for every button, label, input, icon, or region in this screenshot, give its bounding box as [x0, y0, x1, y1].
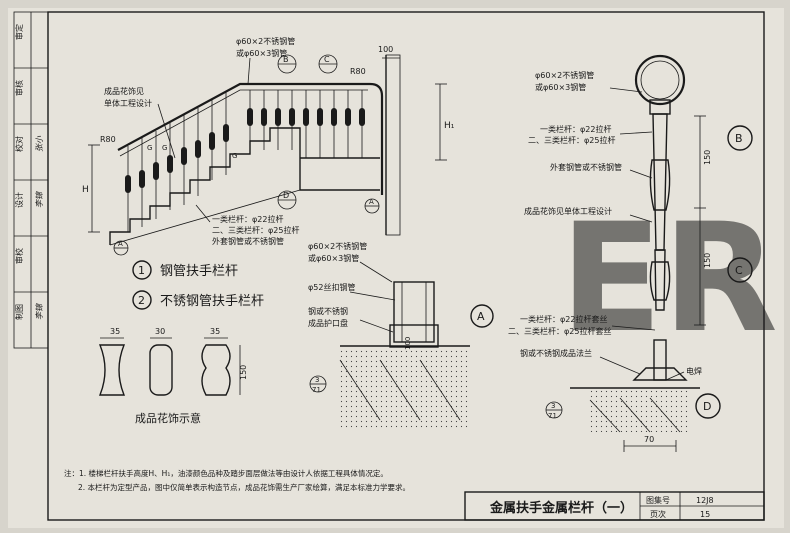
- left-callout-bars1: 一类栏杆：φ22拉杆: [212, 214, 283, 224]
- svg-text:钢或不锈钢: 钢或不锈钢: [308, 306, 348, 316]
- right-bubble-d: D: [695, 393, 721, 419]
- dim-r80-right: R80: [350, 67, 366, 76]
- side-cell-1: 审校: [14, 248, 24, 264]
- atlas-no: 12J8: [696, 496, 714, 505]
- svg-text:71: 71: [548, 412, 557, 420]
- svg-text:二、三类栏杆：φ25拉杆: 二、三类栏杆：φ25拉杆: [528, 135, 615, 145]
- side-cell-4: 审核: [14, 80, 24, 96]
- left-callout-tube: φ60×2不锈钢管: [236, 36, 295, 46]
- side-name-2: 李锦: [35, 191, 44, 208]
- svg-text:二、三类栏杆：φ25拉杆套丝: 二、三类栏杆：φ25拉杆套丝: [508, 326, 611, 336]
- svg-text:C: C: [324, 55, 330, 64]
- svg-text:φ60×2不锈钢管: φ60×2不锈钢管: [308, 241, 367, 251]
- bubble-a-right: A: [364, 198, 380, 214]
- svg-text:B: B: [735, 132, 743, 145]
- left-callout-tube2: 或φ60×3钢管: [236, 48, 287, 58]
- page-no: 15: [700, 510, 710, 519]
- svg-text:φ52丝扣钢管: φ52丝扣钢管: [308, 282, 355, 292]
- side-cell-0: 制图: [14, 304, 24, 320]
- bubble-a-left: A: [113, 240, 129, 256]
- dim-h-label: H: [82, 185, 89, 195]
- svg-text:A: A: [118, 240, 123, 248]
- svg-text:3: 3: [551, 402, 555, 410]
- bubble-b-left: B: [277, 54, 297, 74]
- notes: 注：1. 楼梯栏杆扶手高度H、H₁，油漆颜色品种及踏步面层做法等由设计人依据工程…: [64, 468, 410, 492]
- right-detail: φ60×2不锈钢管 或φ60×3钢管 一类栏杆：φ22拉杆 二、三类栏杆：φ25…: [508, 54, 753, 452]
- dim-r80-left: R80: [100, 135, 116, 144]
- svg-text:2: 2: [138, 294, 145, 307]
- section-title-1: 1 钢管扶手栏杆: [132, 260, 238, 280]
- svg-text:成品花饰见单体工程设计: 成品花饰见单体工程设计: [524, 206, 612, 216]
- note-line-1: 注：1. 楼梯栏杆扶手高度H、H₁，油漆颜色品种及踏步面层做法等由设计人依据工程…: [64, 468, 388, 478]
- stair-elevation: H H₁ R80 R80 100 G G G φ60×2不锈钢管 或φ60×3钢…: [82, 36, 455, 256]
- side-cell-2: 设计: [14, 192, 24, 208]
- svg-text:不锈钢管扶手栏杆: 不锈钢管扶手栏杆: [160, 294, 264, 309]
- svg-text:35: 35: [110, 327, 120, 336]
- svg-text:钢或不锈钢成品法兰: 钢或不锈钢成品法兰: [520, 348, 592, 358]
- detail-a-ref: 3 71: [309, 375, 327, 394]
- title-text: 金属扶手金属栏杆（一）: [489, 500, 633, 516]
- svg-text:100: 100: [404, 337, 412, 350]
- svg-text:或φ60×3钢管: 或φ60×3钢管: [535, 82, 586, 92]
- side-cell-5: 审定: [14, 24, 24, 40]
- ornament-samples: 35 30 35 150 成品花饰示意: [98, 327, 248, 425]
- side-name-3: 张小: [35, 135, 44, 152]
- dim-g-2: G: [162, 144, 167, 152]
- svg-text:D: D: [283, 191, 289, 200]
- atlas-label: 图集号: [646, 495, 670, 505]
- page-label: 页次: [650, 509, 666, 519]
- right-bubble-c: C: [727, 257, 753, 283]
- side-name-0: 李锦: [35, 303, 44, 320]
- left-callout-bars3: 外套钢管或不锈钢管: [212, 236, 284, 246]
- svg-text:一类栏杆：φ22拉杆套丝: 一类栏杆：φ22拉杆套丝: [520, 314, 607, 324]
- dim-100-label: 100: [378, 45, 393, 54]
- side-block: 制图 审校 设计 校对 审核 审定 李锦 李锦 张小: [13, 11, 49, 349]
- svg-text:A: A: [369, 198, 374, 206]
- left-callout-bars2: 二、三类栏杆：φ25拉杆: [212, 225, 299, 235]
- svg-text:钢管扶手栏杆: 钢管扶手栏杆: [160, 264, 238, 279]
- detail-a: φ60×2不锈钢管 或φ60×3钢管 φ52丝扣钢管 钢或不锈钢 成品护口盘 1…: [308, 241, 494, 428]
- ornament-caption: 成品花饰示意: [135, 411, 201, 425]
- note-line-2: 2. 本栏杆为定型产品，图中仅简单表示构造节点，成品花饰需生产厂家绘算，满足本标…: [78, 482, 410, 492]
- svg-text:成品护口盘: 成品护口盘: [308, 318, 348, 328]
- dim-g-1: G: [147, 144, 152, 152]
- svg-text:3: 3: [315, 376, 319, 384]
- title-block: 金属扶手金属栏杆（一） 图集号 12J8 页次 15: [464, 491, 765, 521]
- svg-text:35: 35: [210, 327, 220, 336]
- dim-h1-label: H₁: [444, 121, 455, 131]
- right-bubble-b: B: [727, 125, 753, 151]
- dim-g-3: G: [232, 152, 237, 160]
- svg-text:30: 30: [155, 327, 165, 336]
- section-title-2: 2 不锈钢管扶手栏杆: [132, 290, 264, 310]
- left-callout-finished: 成品花饰见: [104, 86, 144, 96]
- side-cell-3: 校对: [14, 136, 24, 152]
- svg-text:150: 150: [703, 150, 712, 165]
- svg-text:D: D: [703, 400, 711, 413]
- svg-text:外套钢管或不锈钢管: 外套钢管或不锈钢管: [550, 162, 622, 172]
- detail-a-bubble: A: [470, 304, 494, 328]
- bubble-d-left: D: [277, 190, 297, 210]
- right-ref: 3 71: [545, 401, 563, 420]
- svg-text:一类栏杆：φ22拉杆: 一类栏杆：φ22拉杆: [540, 124, 611, 134]
- svg-text:φ60×2不锈钢管: φ60×2不锈钢管: [535, 70, 594, 80]
- bubble-c-left: C: [318, 54, 338, 74]
- svg-text:70: 70: [644, 435, 654, 444]
- svg-text:1: 1: [138, 264, 145, 277]
- svg-text:电焊: 电焊: [686, 366, 702, 376]
- left-callout-finished2: 单体工程设计: [104, 98, 152, 108]
- svg-text:150: 150: [239, 365, 248, 380]
- svg-text:A: A: [477, 310, 485, 323]
- svg-text:C: C: [735, 264, 743, 277]
- svg-text:B: B: [283, 55, 289, 64]
- svg-text:71: 71: [312, 386, 321, 394]
- svg-text:150: 150: [703, 253, 712, 268]
- svg-text:或φ60×3钢管: 或φ60×3钢管: [308, 253, 359, 263]
